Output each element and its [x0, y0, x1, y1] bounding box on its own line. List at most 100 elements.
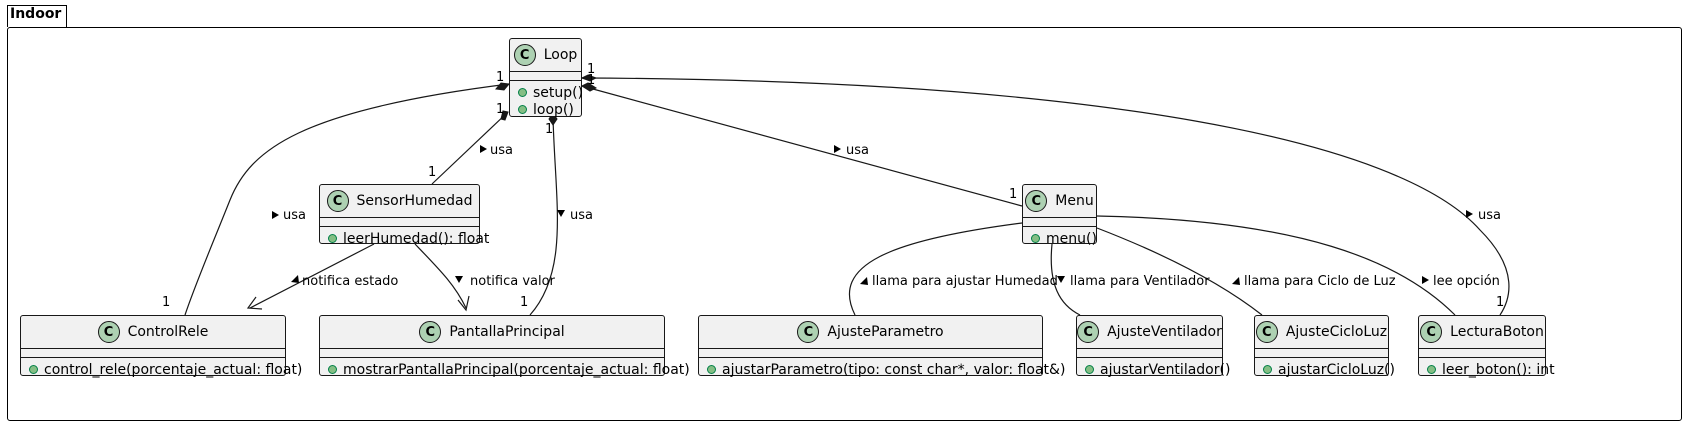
- edge-loop-lectura: [581, 77, 1510, 316]
- dir-marker-loop-lectura: [1466, 210, 1473, 218]
- class-icon: C: [513, 44, 536, 66]
- edge-menu-param: [848, 222, 1023, 316]
- edge-menu-ciclo: [1096, 227, 1263, 316]
- method-leer-boton: leer_boton(): int: [1427, 362, 1555, 379]
- class-lectura-boton[interactable]: C LecturaBoton leer_boton(): int: [1418, 315, 1555, 379]
- label-menu-lectura: lee opción: [1433, 274, 1500, 289]
- class-icon: C: [1420, 321, 1443, 343]
- class-name: SensorHumedad: [356, 193, 473, 209]
- dir-marker-loop-sensor: [480, 145, 487, 153]
- method-leer-humedad: leerHumedad(): float: [328, 231, 489, 248]
- public-marker-icon: [328, 233, 337, 243]
- class-ajuste-ciclo-luz[interactable]: C AjusteCicloLuz ajustarCicloLuz(): [1254, 315, 1395, 379]
- method-ajustar-ventilador: ajustarVentilador(): [1085, 362, 1230, 379]
- class-icon: C: [1025, 190, 1048, 212]
- class-name: Menu: [1055, 193, 1094, 209]
- edge-menu-lectura: [1096, 215, 1456, 316]
- label-loop-lectura: usa: [1478, 208, 1501, 223]
- class-loop[interactable]: C Loop setup() loop(): [509, 38, 583, 119]
- label-loop-control: usa: [283, 208, 306, 223]
- class-menu[interactable]: C Menu menu(): [1022, 184, 1097, 247]
- arrowhead-pantalla: [457, 295, 470, 312]
- diamond-loop-control: [495, 82, 510, 91]
- label-loop-sensor: usa: [490, 143, 513, 158]
- mult-loop-lectura-src: 1: [587, 62, 595, 77]
- mult-loop-menu-dst: 1: [1009, 187, 1017, 202]
- mult-loop-pantalla-dst: 1: [520, 295, 528, 310]
- public-marker-icon: [518, 104, 527, 114]
- diamond-loop-menu: [580, 82, 598, 92]
- class-name: AjusteParametro: [827, 324, 944, 340]
- method-ajustar-parametro: ajustarParametro(tipo: const char*, valo…: [707, 362, 1065, 379]
- mult-loop-sensor-src: 1: [496, 102, 504, 117]
- dir-marker-sensor-control: [291, 275, 299, 283]
- edge-loop-menu: [581, 85, 1023, 207]
- edge-sensor-control: [249, 243, 375, 309]
- dir-marker-loop-menu: [834, 145, 841, 153]
- class-name: AjusteCicloLuz: [1285, 324, 1388, 340]
- public-marker-icon: [29, 364, 38, 374]
- edge-loop-sensor: [431, 111, 509, 185]
- public-marker-icon: [707, 364, 716, 374]
- class-icon: C: [326, 190, 349, 212]
- method-loop: loop(): [518, 102, 574, 119]
- dir-marker-loop-control: [272, 211, 279, 219]
- class-name: ControlRele: [127, 324, 209, 340]
- dir-marker-loop-pantalla: [557, 210, 565, 217]
- package-tab: [7, 5, 67, 27]
- label-menu-vent: llama para Ventilador: [1070, 274, 1210, 289]
- dir-marker-menu-lectura: [1422, 276, 1429, 284]
- public-marker-icon: [1031, 233, 1040, 243]
- label-sensor-control: notifica estado: [302, 274, 398, 289]
- dir-marker-menu-vent: [1057, 276, 1065, 283]
- method-menu: menu(): [1031, 231, 1097, 248]
- label-loop-menu: usa: [846, 143, 869, 158]
- class-name: AjusteVentilador: [1107, 324, 1222, 340]
- mult-loop-sensor-dst: 1: [428, 165, 436, 180]
- public-marker-icon: [1263, 364, 1272, 374]
- edge-sensor-pantalla: [414, 243, 467, 309]
- mult-loop-control-src: 1: [496, 70, 504, 85]
- edge-loop-pantalla: [529, 116, 558, 316]
- label-menu-ciclo: llama para Ciclo de Luz: [1244, 274, 1396, 289]
- class-icon: C: [797, 321, 820, 343]
- method-setup: setup(): [518, 85, 583, 102]
- label-menu-param: llama para ajustar Humedad: [872, 274, 1058, 289]
- class-pantalla-principal[interactable]: C PantallaPrincipal mostrarPantallaPrinci…: [319, 315, 690, 379]
- method-control-rele: control_rele(porcentaje_actual: float): [29, 362, 302, 379]
- public-marker-icon: [1427, 364, 1436, 374]
- public-marker-icon: [1085, 364, 1094, 374]
- public-marker-icon: [518, 87, 527, 97]
- dir-marker-menu-param: [860, 277, 868, 285]
- class-control-rele[interactable]: C ControlRele control_rele(porcentaje_act…: [20, 315, 302, 379]
- edge-menu-vent: [1050, 243, 1081, 316]
- label-loop-pantalla: usa: [570, 208, 593, 223]
- class-icon: C: [419, 321, 442, 343]
- method-mostrar-pantalla: mostrarPantallaPrincipal(porcentaje_actu…: [328, 362, 690, 379]
- class-ajuste-parametro[interactable]: C AjusteParametro ajustarParametro(tipo: …: [698, 315, 1065, 379]
- class-ajuste-ventilador[interactable]: C AjusteVentilador ajustarVentilador(): [1076, 315, 1230, 379]
- class-name: PantallaPrincipal: [449, 324, 565, 340]
- class-name: Loop: [543, 47, 578, 63]
- package-name[interactable]: Indoor: [10, 6, 62, 22]
- class-icon: C: [1077, 321, 1100, 343]
- diamond-loop-lectura: [580, 74, 598, 82]
- method-ajustar-ciclo-luz: ajustarCicloLuz(): [1263, 362, 1395, 379]
- class-icon: C: [97, 321, 120, 343]
- mult-loop-pantalla-src: 1: [545, 122, 553, 137]
- mult-loop-menu-src: 1: [587, 73, 595, 88]
- mult-loop-control-dst: 1: [162, 295, 170, 310]
- class-sensor-humedad[interactable]: C SensorHumedad leerHumedad(): float: [319, 184, 489, 247]
- arrowhead-control: [246, 296, 263, 310]
- dir-marker-sensor-pantalla: [455, 276, 463, 283]
- mult-loop-lectura-dst: 1: [1496, 295, 1504, 310]
- label-sensor-pantalla: notifica valor: [470, 274, 556, 289]
- class-name: LecturaBoton: [1450, 324, 1544, 340]
- edge-loop-control: [184, 83, 510, 316]
- public-marker-icon: [328, 364, 337, 374]
- class-icon: C: [1255, 321, 1278, 343]
- package-frame: [7, 27, 1682, 421]
- diamond-loop-sensor: [500, 110, 509, 121]
